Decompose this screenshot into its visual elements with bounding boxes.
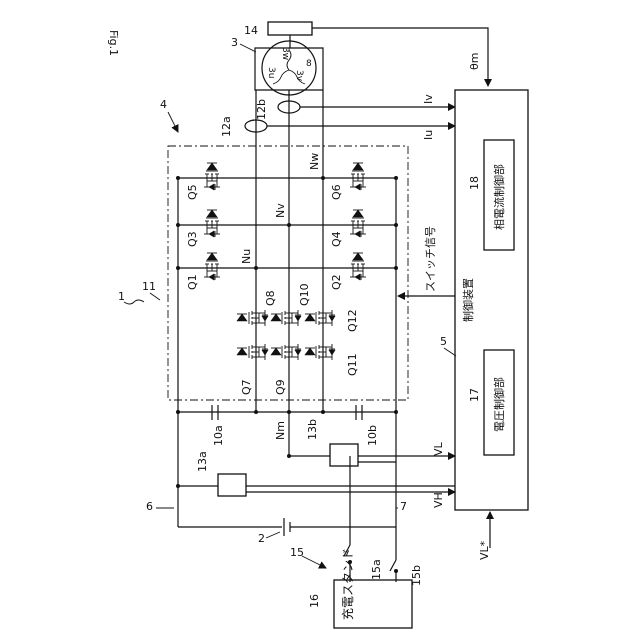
mosfet-q12: [305, 308, 335, 328]
ref-16: 16: [308, 594, 321, 608]
mosfet-q1: [202, 253, 222, 280]
ref-1: 1: [118, 290, 125, 303]
ref-11: 11: [142, 280, 156, 293]
inverter-boundary: [168, 146, 408, 400]
motor-8: 8: [306, 59, 312, 69]
figure-label: Fig.1: [107, 30, 120, 56]
battery-2: [284, 518, 290, 536]
vh-label: VH: [432, 492, 445, 508]
mosfet-q8: [237, 308, 268, 328]
iv-label: Iv: [422, 94, 435, 104]
mosfet-q4: [348, 210, 368, 237]
controller-name: 制御装置: [461, 278, 475, 322]
label-q6: Q6: [330, 184, 343, 200]
ref-15: 15: [290, 546, 304, 559]
ref-10b: 10b: [366, 425, 379, 446]
coil-3v: 3v: [294, 70, 304, 82]
mosfet-q7: [237, 342, 268, 362]
ref-6: 6: [146, 500, 153, 513]
node-nu: Nu: [240, 249, 253, 264]
ref-14: 14: [244, 24, 258, 37]
mosfet-q6: [348, 163, 368, 190]
mosfet-q2: [348, 253, 368, 280]
mosfet-q3: [202, 210, 222, 237]
ref-4: 4: [160, 98, 167, 111]
charging-stand-label: 充電スタンド: [340, 548, 355, 620]
ref-15a: 15a: [370, 559, 383, 580]
ref-7: 7: [400, 500, 407, 513]
label-q9: Q9: [274, 379, 287, 395]
ref-13a: 13a: [196, 451, 209, 472]
vl-label: VL: [432, 441, 445, 456]
ref-13b: 13b: [306, 419, 319, 440]
voltage-control-label: 電圧制御部: [492, 377, 506, 432]
node-nv: Nv: [274, 203, 287, 218]
theta-m-label: θm: [468, 53, 481, 70]
voltage-sensor-13b: [330, 444, 358, 466]
label-q7: Q7: [240, 379, 253, 395]
ref-10a: 10a: [212, 425, 225, 446]
label-q4: Q4: [330, 231, 343, 247]
label-q11: Q11: [346, 353, 359, 376]
node-nw: Nw: [308, 153, 321, 170]
label-q5: Q5: [186, 184, 199, 200]
ref-12a: 12a: [220, 116, 233, 137]
ref-5: 5: [440, 335, 447, 348]
label-q8: Q8: [264, 290, 277, 306]
node-nm: Nm: [274, 421, 287, 440]
coil-3u: 3u: [266, 67, 276, 78]
label-q1: Q1: [186, 274, 199, 290]
vl-star-label: VL*: [478, 540, 491, 560]
switch-signal-label: スイッチ信号: [424, 226, 437, 292]
label-q10: Q10: [298, 283, 311, 306]
label-q3: Q3: [186, 231, 199, 247]
mosfet-q10: [271, 308, 301, 328]
phase-current-control-label: 相電流制御部: [492, 164, 506, 230]
mosfet-q11: [305, 342, 335, 362]
voltage-sensor-13a: [218, 474, 246, 496]
junction-dots: [176, 176, 398, 488]
ref-18: 18: [468, 176, 481, 190]
coil-3w: 3w: [280, 47, 290, 60]
mosfet-q9: [271, 342, 301, 362]
ref-2: 2: [258, 532, 265, 545]
mosfet-q5: [202, 163, 222, 190]
ref-17: 17: [468, 388, 481, 402]
label-q12: Q12: [346, 309, 359, 332]
label-q2: Q2: [330, 274, 343, 290]
iu-label: Iu: [422, 130, 435, 140]
ref-12b: 12b: [255, 99, 268, 120]
ref-3: 3: [231, 36, 238, 49]
encoder-box: [268, 22, 312, 35]
